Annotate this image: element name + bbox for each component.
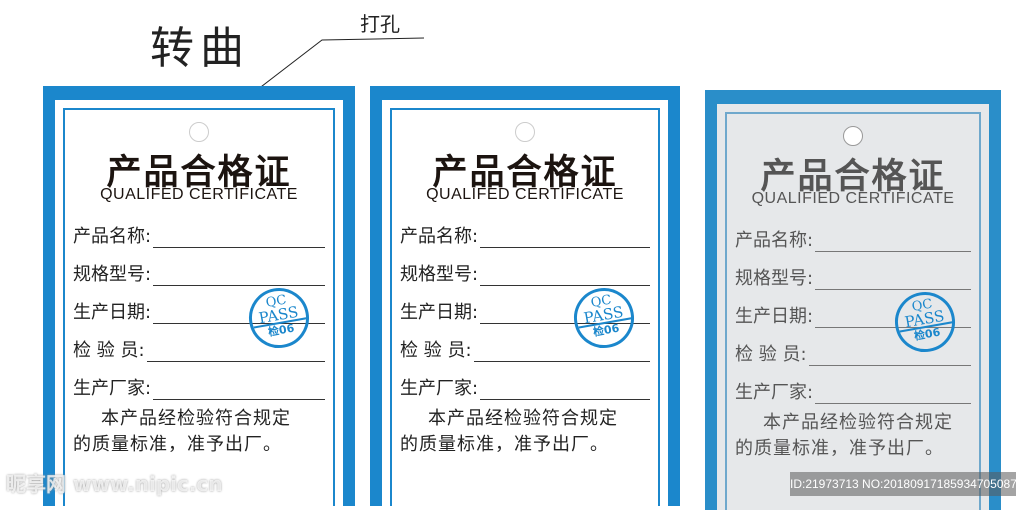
- field-label: 检 验 员:: [735, 344, 807, 365]
- note-line-1: 本产品经检验符合规定: [101, 408, 291, 429]
- field-blank-line: [815, 385, 971, 404]
- punch-hole: [189, 122, 209, 142]
- form-field: 规格型号:: [73, 260, 325, 286]
- form-field: 检 验 员:: [400, 336, 650, 362]
- field-blank-line: [480, 229, 650, 248]
- note-line-1: 本产品经检验符合规定: [763, 412, 953, 433]
- field-label: 规格型号:: [73, 264, 152, 285]
- form-field: 生产日期:: [735, 302, 971, 328]
- field-label: 检 验 员:: [73, 340, 145, 361]
- form-field: 产品名称:: [73, 222, 325, 248]
- field-blank-line: [153, 305, 325, 324]
- field-label: 生产厂家:: [400, 378, 479, 399]
- field-label: 规格型号:: [735, 268, 814, 289]
- form-field: 生产厂家:: [73, 374, 325, 400]
- form-field: 规格型号:: [735, 264, 971, 290]
- field-blank-line: [146, 343, 325, 362]
- note-line-2: 的质量标准，准予出厂。: [400, 434, 609, 455]
- note-line-2: 的质量标准，准予出厂。: [73, 434, 282, 455]
- field-label: 生产日期:: [73, 302, 152, 323]
- form-field: 产品名称:: [400, 222, 650, 248]
- field-label: 生产厂家:: [73, 378, 152, 399]
- title-en: QUALIFIED CERTIFICATE: [751, 190, 955, 207]
- field-label: 生产厂家:: [735, 382, 814, 403]
- form-field: 生产日期:: [400, 298, 650, 324]
- field-blank-line: [473, 343, 650, 362]
- field-label: 规格型号:: [400, 264, 479, 285]
- field-blank-line: [153, 229, 325, 248]
- punch-hole: [843, 126, 863, 146]
- form-field: 检 验 员:: [735, 340, 971, 366]
- field-blank-line: [153, 267, 325, 286]
- field-blank-line: [480, 267, 650, 286]
- bend-annotation: 转曲: [150, 23, 250, 74]
- field-blank-line: [815, 233, 971, 252]
- title-cn: 产品合格证: [432, 153, 618, 193]
- field-label: 产品名称:: [73, 226, 152, 247]
- site-watermark: 昵享网 www.nipic.cn: [6, 472, 223, 496]
- field-label: 生产日期:: [735, 306, 814, 327]
- form-field: 检 验 员:: [73, 336, 325, 362]
- field-blank-line: [480, 381, 650, 400]
- field-blank-line: [815, 309, 971, 328]
- form-field: 规格型号:: [400, 260, 650, 286]
- form-field: 生产厂家:: [400, 374, 650, 400]
- title-en: QUALIFED CERTIFICATE: [426, 186, 624, 203]
- id-watermark: ID:21973713 NO:20180917185934705087: [790, 472, 1017, 496]
- title-en: QUALIFED CERTIFICATE: [100, 186, 298, 203]
- title-cn: 产品合格证: [106, 153, 292, 193]
- field-label: 产品名称:: [400, 226, 479, 247]
- field-blank-line: [153, 381, 325, 400]
- title-cn: 产品合格证: [760, 157, 946, 197]
- field-blank-line: [480, 305, 650, 324]
- punch-hole: [515, 122, 535, 142]
- field-blank-line: [808, 347, 971, 366]
- field-label: 生产日期:: [400, 302, 479, 323]
- field-label: 检 验 员:: [400, 340, 472, 361]
- form-field: 生产厂家:: [735, 378, 971, 404]
- field-blank-line: [815, 271, 971, 290]
- note-line-1: 本产品经检验符合规定: [428, 408, 618, 429]
- form-field: 产品名称:: [735, 226, 971, 252]
- punch-hole-annotation: 打孔: [360, 12, 400, 36]
- field-label: 产品名称:: [735, 230, 814, 251]
- form-field: 生产日期:: [73, 298, 325, 324]
- note-line-2: 的质量标准，准予出厂。: [735, 438, 944, 459]
